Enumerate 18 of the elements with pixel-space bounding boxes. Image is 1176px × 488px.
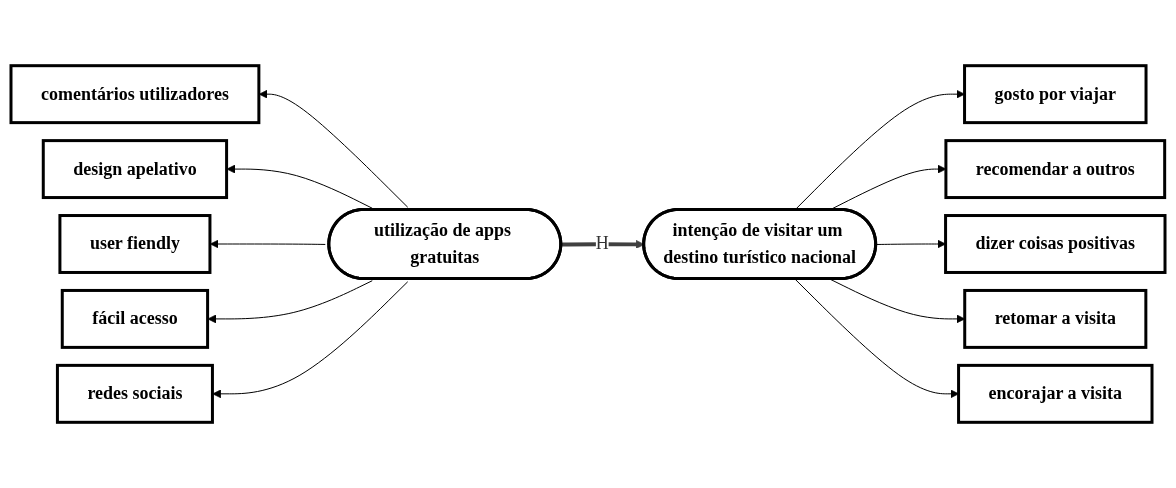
arrow [258, 89, 409, 208]
arrow [794, 278, 959, 399]
node-box: retomar a visita [963, 288, 1148, 349]
node-box: gosto por viajar [963, 64, 1148, 125]
edge-label: H [595, 233, 609, 254]
arrow [212, 281, 409, 399]
node-box: comentários utilizadores [9, 64, 261, 125]
arrow [209, 239, 326, 249]
node-box: design apelativo [41, 139, 229, 200]
node-box: dizer coisas positivas [944, 214, 1167, 274]
node-box: fácil acesso [60, 288, 210, 349]
node-box: user fiendly [58, 214, 212, 274]
node-box: recomendar a outros [944, 139, 1167, 200]
arrow [226, 164, 373, 209]
node-box: encorajar a visita [957, 363, 1154, 424]
node-box: redes sociais [55, 363, 214, 424]
arrow [875, 239, 946, 249]
arrow [207, 280, 373, 324]
